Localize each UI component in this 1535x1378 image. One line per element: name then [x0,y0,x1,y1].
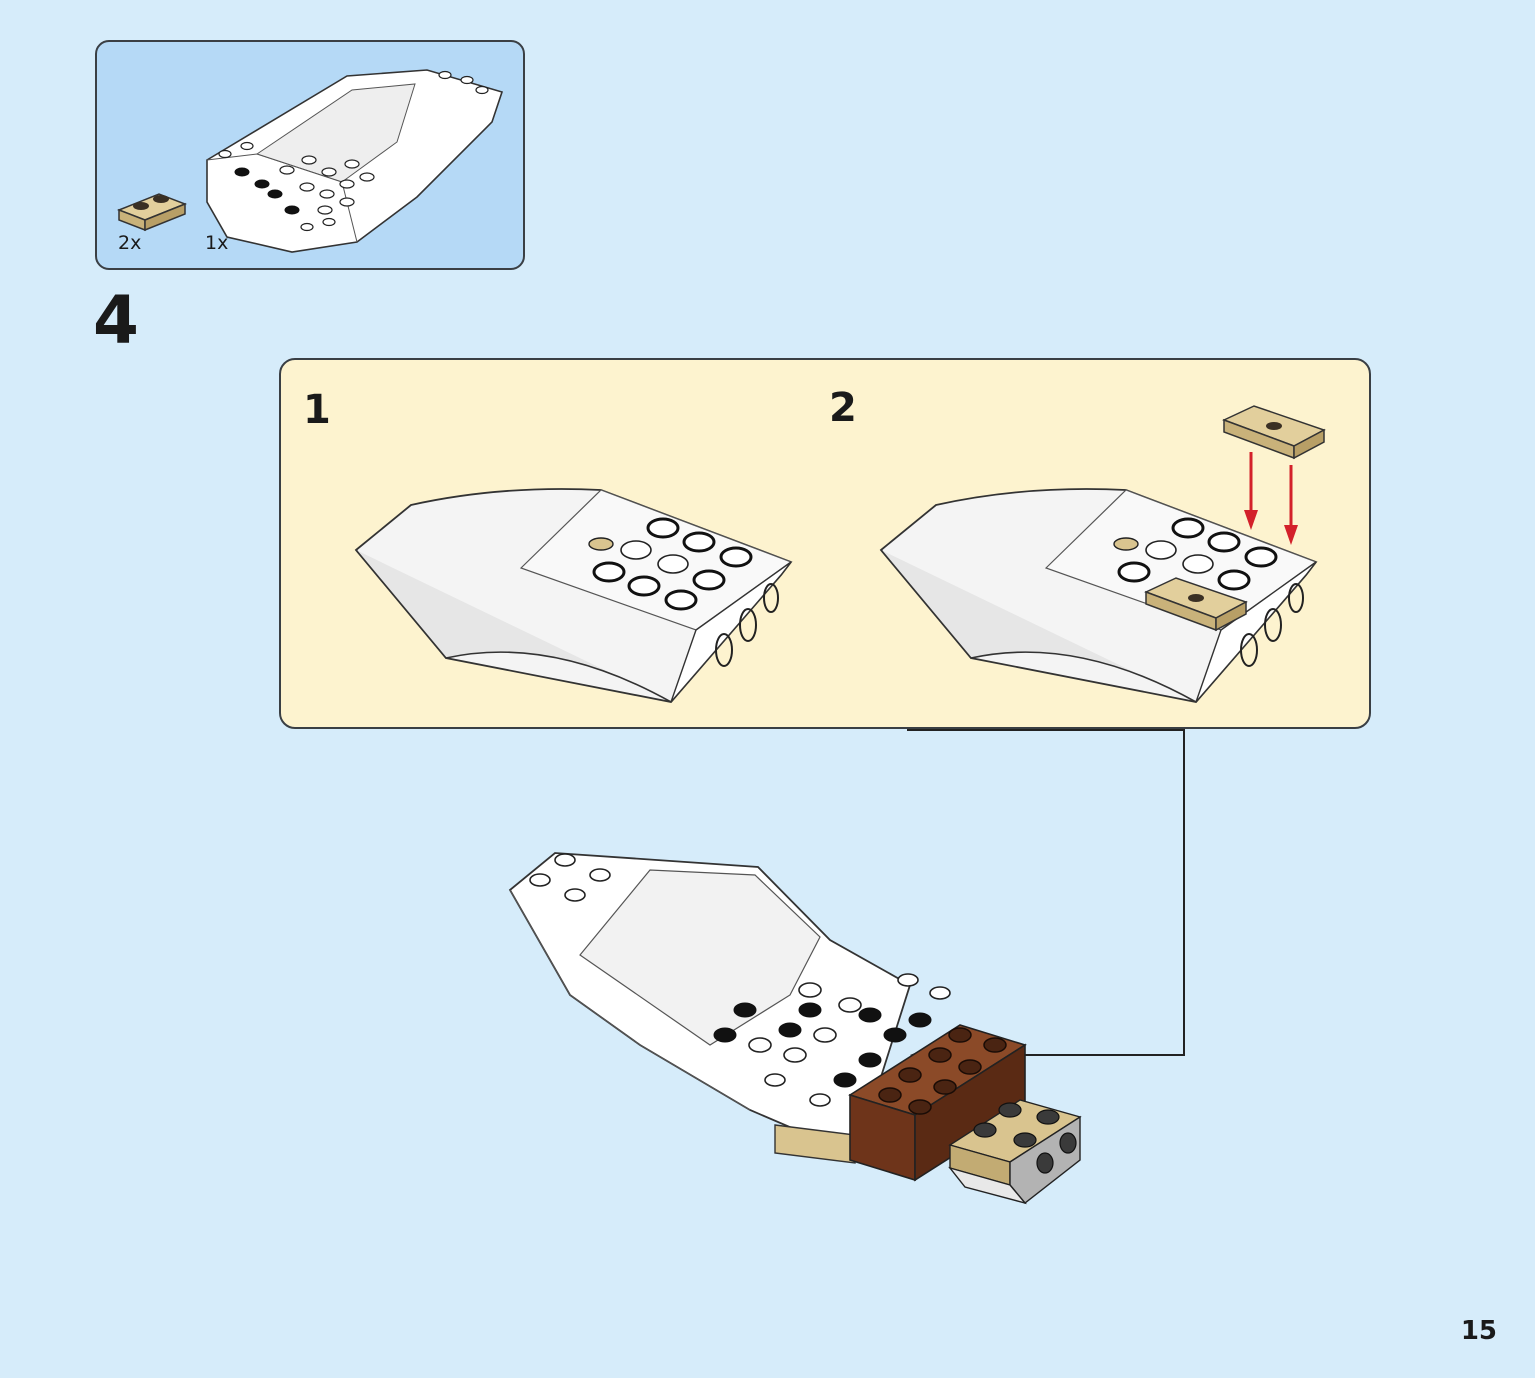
part-quantity-hull: 1x [205,232,229,254]
substeps-panel: 1 2 [279,358,1371,729]
brown-brick [848,1024,1027,1182]
part-quantity-plate: 2x [118,232,142,254]
substep-2-wedge-illustration [879,405,1326,703]
substep-1-wedge-illustration [354,488,793,703]
substep-1-label: 1 [303,387,331,433]
parts-callout [95,40,525,270]
parts-illustration [116,69,504,253]
placed-tan-plate [1144,577,1248,632]
tan-plate-1x2-icon [116,193,188,232]
white-wedge-hull-icon [206,69,504,253]
tan-gray-blocks [948,1099,1082,1205]
main-model-illustration [508,852,1082,1205]
placement-arrows [1244,452,1298,545]
page-number: 15 [1460,1316,1497,1346]
incoming-tan-plate [1222,405,1326,460]
step-number: 4 [93,282,139,359]
substep-2-label: 2 [829,385,857,431]
